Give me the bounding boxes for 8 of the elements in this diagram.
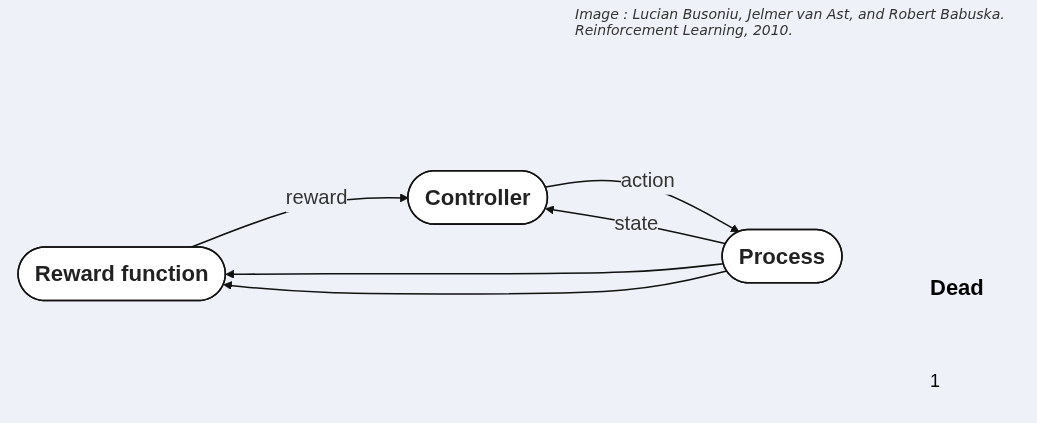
heading-fragment: Dead <box>930 275 984 301</box>
arrow <box>223 270 728 295</box>
edge-label: reward <box>285 186 348 209</box>
edge-label: state <box>614 211 659 235</box>
edge-label: action <box>620 168 675 191</box>
arrow <box>545 205 727 245</box>
axis-tick-label: 1 <box>930 371 941 392</box>
caption: Image : Lucian Busoniu, Jelmer van Ast, and Robert Babuska. Reinforcement Learning, 2010. <box>575 6 1006 38</box>
